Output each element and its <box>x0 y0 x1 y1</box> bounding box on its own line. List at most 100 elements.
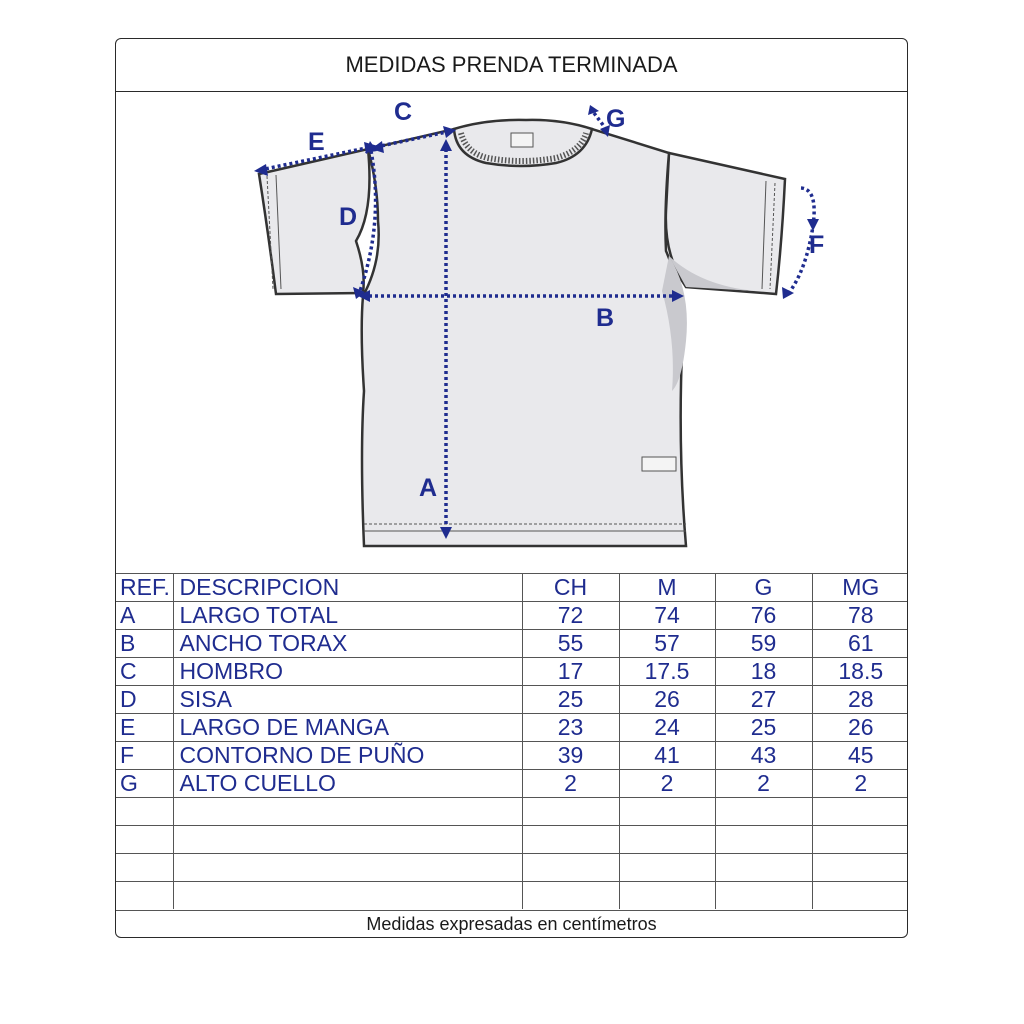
header-cell: DESCRIPCION <box>173 573 523 602</box>
table-cell: A <box>116 601 174 630</box>
table-cell <box>812 853 907 882</box>
table-cell <box>173 853 523 882</box>
table-cell: HOMBRO <box>173 657 523 686</box>
table-cell: LARGO DE MANGA <box>173 713 523 742</box>
table-cell: B <box>116 629 174 658</box>
label-g: G <box>606 105 626 133</box>
header-cell: MG <box>812 573 907 602</box>
table-cell: 26 <box>812 713 907 742</box>
header-cell: REF. <box>116 573 174 602</box>
table-cell <box>619 881 716 909</box>
table-cell: 57 <box>619 629 716 658</box>
tshirt-shape <box>257 118 787 548</box>
header-cell: M <box>619 573 716 602</box>
label-b: B <box>596 304 615 332</box>
table-cell: ALTO CUELLO <box>173 769 523 798</box>
sheet-title: MEDIDAS PRENDA TERMINADA <box>116 39 907 92</box>
table-cell: D <box>116 685 174 714</box>
table-cell: 55 <box>522 629 620 658</box>
table-cell <box>116 853 174 882</box>
table-row <box>116 881 907 909</box>
table-cell: 17 <box>522 657 620 686</box>
table-cell <box>116 825 174 854</box>
table-cell: 25 <box>522 685 620 714</box>
table-cell <box>619 797 716 826</box>
table-cell: 17.5 <box>619 657 716 686</box>
table-cell <box>715 853 813 882</box>
table-cell: SISA <box>173 685 523 714</box>
table-cell <box>715 797 813 826</box>
table-cell: 41 <box>619 741 716 770</box>
table-cell: 2 <box>522 769 620 798</box>
table-cell: 2 <box>812 769 907 798</box>
table-cell <box>812 825 907 854</box>
table-cell <box>715 825 813 854</box>
table-cell <box>522 825 620 854</box>
body <box>360 127 688 548</box>
table-row <box>116 797 907 826</box>
table-cell <box>619 825 716 854</box>
table-cell <box>522 853 620 882</box>
table-cell: CONTORNO DE PUÑO <box>173 741 523 770</box>
table-cell: 72 <box>522 601 620 630</box>
table-cell: 27 <box>715 685 813 714</box>
table-cell: 18 <box>715 657 813 686</box>
table-cell <box>173 825 523 854</box>
label-c: C <box>394 98 413 126</box>
label-f: F <box>809 231 825 259</box>
table-row <box>116 853 907 882</box>
table-cell: 23 <box>522 713 620 742</box>
table-cell: ANCHO TORAX <box>173 629 523 658</box>
line-g <box>592 111 608 131</box>
table-cell: 59 <box>715 629 813 658</box>
table-cell: 26 <box>619 685 716 714</box>
table-cell: 76 <box>715 601 813 630</box>
label-d: D <box>339 203 358 231</box>
table-cell: G <box>116 769 174 798</box>
table-cell <box>812 797 907 826</box>
table-cell <box>715 881 813 909</box>
table-cell: 78 <box>812 601 907 630</box>
table-cell: 18.5 <box>812 657 907 686</box>
table-cell <box>522 797 620 826</box>
line-c <box>375 129 452 149</box>
units-footer: Medidas expresadas en centímetros <box>116 910 907 937</box>
table-cell <box>522 881 620 909</box>
table-cell: 25 <box>715 713 813 742</box>
table-cell: 24 <box>619 713 716 742</box>
table-cell: 2 <box>619 769 716 798</box>
line-e <box>259 145 372 172</box>
table-cell: E <box>116 713 174 742</box>
label-a: A <box>419 474 438 502</box>
table-cell <box>116 797 174 826</box>
table-cell: 2 <box>715 769 813 798</box>
header-cell: CH <box>522 573 620 602</box>
table-cell: 39 <box>522 741 620 770</box>
table-cell: 74 <box>619 601 716 630</box>
table-cell: C <box>116 657 174 686</box>
label-e: E <box>308 128 325 156</box>
table-cell <box>173 797 523 826</box>
table-cell <box>173 881 523 909</box>
table-row <box>116 825 907 854</box>
table-cell <box>619 853 716 882</box>
table-cell <box>812 881 907 909</box>
tshirt-diagram <box>254 105 819 548</box>
table-cell <box>116 881 174 909</box>
table-cell: 43 <box>715 741 813 770</box>
garment-drawing: C G E D F B A <box>116 91 907 573</box>
table-cell: 45 <box>812 741 907 770</box>
table-cell: LARGO TOTAL <box>173 601 523 630</box>
arrowheads <box>254 105 819 539</box>
header-cell: G <box>715 573 813 602</box>
table-cell: 61 <box>812 629 907 658</box>
